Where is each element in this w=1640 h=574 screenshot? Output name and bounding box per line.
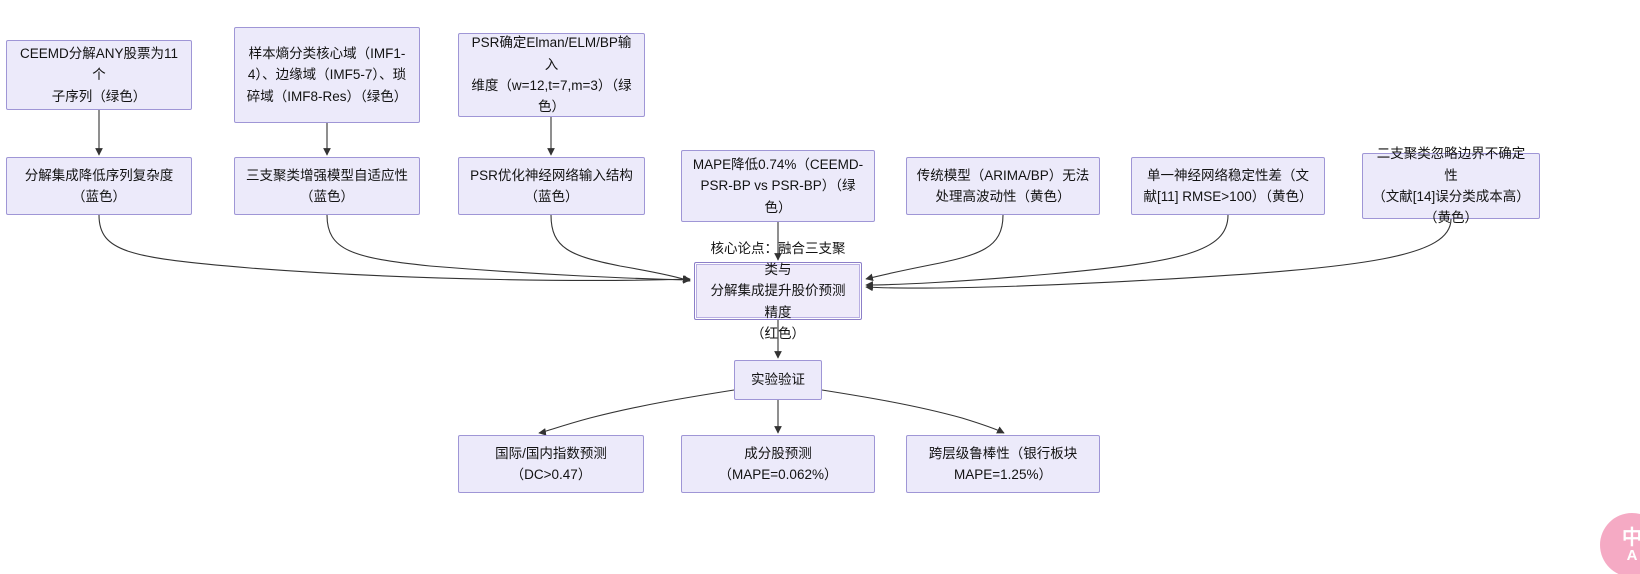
node-label: 三支聚类增强模型自适应性 （蓝色） xyxy=(246,167,408,204)
edge-decomp-to-core xyxy=(98,214,691,284)
node-index-forecast-result[interactable]: 国际/国内指数预测 （DC>0.47） xyxy=(458,435,644,493)
node-decomposition-reduces-complexity[interactable]: 分解集成降低序列复杂度 （蓝色） xyxy=(6,157,192,215)
edge-singlenn-to-core xyxy=(865,214,1229,289)
node-label: 二支聚类忽略边界不确定性 （文献[14]误分类成本高） （黄色） xyxy=(1372,146,1530,226)
node-three-way-clustering-adaptivity[interactable]: 三支聚类增强模型自适应性 （蓝色） xyxy=(234,157,420,215)
node-component-stock-forecast-result[interactable]: 成分股预测 （MAPE=0.062%） xyxy=(681,435,875,493)
node-label: MAPE降低0.74%（CEEMD- PSR-BP vs PSR-BP）（绿 色… xyxy=(692,157,864,215)
node-label: 分解集成降低序列复杂度 （蓝色） xyxy=(24,167,174,204)
watermark-line1: 中 xyxy=(1622,526,1640,549)
node-label: PSR确定Elman/ELM/BP输入 维度（w=12,t=7,m=3）（绿 色… xyxy=(471,35,632,115)
node-label: 成分股预测 （MAPE=0.062%） xyxy=(718,445,838,482)
node-label: 传统模型（ARIMA/BP）无法 处理高波动性（黄色） xyxy=(916,167,1090,204)
node-single-network-instability[interactable]: 单一神经网络稳定性差（文 献[11] RMSE>100）（黄色） xyxy=(1131,157,1325,215)
node-mape-improvement[interactable]: MAPE降低0.74%（CEEMD- PSR-BP vs PSR-BP）（绿 色… xyxy=(681,150,875,222)
edge-experiment-to-robust xyxy=(821,389,1005,434)
node-label: CEEMD分解ANY股票为11个 子序列（绿色） xyxy=(19,46,179,104)
node-two-way-clustering-limitation[interactable]: 二支聚类忽略边界不确定性 （文献[14]误分类成本高） （黄色） xyxy=(1362,146,1540,225)
node-label: 实验验证 xyxy=(751,372,805,388)
node-label: PSR优化神经网络输入结构 （蓝色） xyxy=(470,167,633,204)
edge-experiment-to-index xyxy=(538,389,735,436)
watermark-logo: 中 A xyxy=(1600,513,1640,574)
watermark-line2: A xyxy=(1626,546,1638,564)
node-label: 样本熵分类核心域（IMF1- 4）、边缘域（IMF5-7）、琐 碎域（IMF8-… xyxy=(246,46,408,104)
node-label: 国际/国内指数预测 （DC>0.47） xyxy=(495,445,607,482)
edge-traditional-to-core xyxy=(865,214,1004,282)
node-cross-layer-robustness-result[interactable]: 跨层级鲁棒性（银行板块 MAPE=1.25%） xyxy=(906,435,1100,493)
node-psr-optimizes-network-input[interactable]: PSR优化神经网络输入结构 （蓝色） xyxy=(458,157,645,215)
edge-threeway-to-core xyxy=(326,214,691,284)
node-experiment-validation[interactable]: 实验验证 xyxy=(734,360,822,400)
node-label: 跨层级鲁棒性（银行板块 MAPE=1.25%） xyxy=(928,445,1078,482)
node-label: 核心论点：融合三支聚类与 分解集成提升股价预测精度 （红色） xyxy=(710,240,846,341)
node-ceemd-decomposition[interactable]: CEEMD分解ANY股票为11个 子序列（绿色） xyxy=(6,40,192,110)
node-traditional-model-limitation[interactable]: 传统模型（ARIMA/BP）无法 处理高波动性（黄色） xyxy=(906,157,1100,215)
edge-twoway-to-core xyxy=(865,218,1452,292)
node-label: 单一神经网络稳定性差（文 献[11] RMSE>100）（黄色） xyxy=(1143,167,1313,204)
edge-psropt-to-core xyxy=(550,214,691,283)
node-core-claim[interactable]: 核心论点：融合三支聚类与 分解集成提升股价预测精度 （红色） xyxy=(694,241,862,341)
node-psr-input-dimension[interactable]: PSR确定Elman/ELM/BP输入 维度（w=12,t=7,m=3）（绿 色… xyxy=(458,33,645,117)
node-sample-entropy-classification[interactable]: 样本熵分类核心域（IMF1- 4）、边缘域（IMF5-7）、琐 碎域（IMF8-… xyxy=(234,27,420,123)
